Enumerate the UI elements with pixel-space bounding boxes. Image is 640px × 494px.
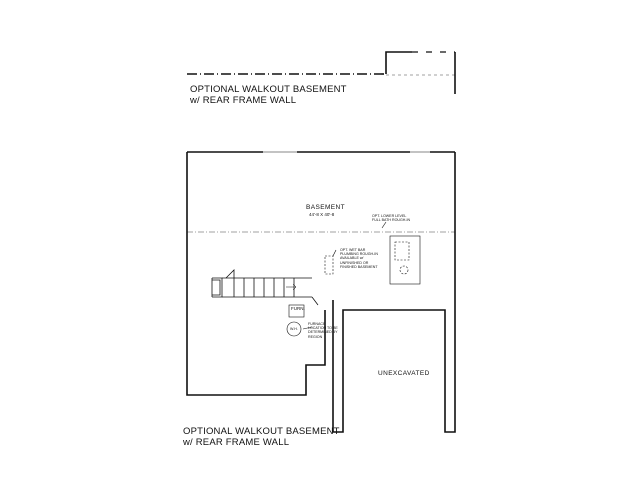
basement-dimensions: 44'-8 X 40'-8 bbox=[309, 212, 335, 217]
top-caption-line2: w/ REAR FRAME WALL bbox=[190, 95, 297, 106]
wet-bar-rough-in bbox=[324, 249, 337, 275]
basement-walls bbox=[186, 151, 456, 433]
furnace-label: FURN. bbox=[291, 306, 305, 311]
bottom-caption: OPTIONAL WALKOUT BASEMENT w/ REAR FRAME … bbox=[183, 426, 340, 448]
stairs bbox=[211, 269, 319, 306]
wet-bar-note: OPT. WET BAR PLUMBING ROUGH-IN AVAILABLE… bbox=[340, 248, 378, 269]
mechanical-area bbox=[286, 304, 313, 337]
bath-note: OPT. LOWER LEVEL FULL BATH ROUGH-IN bbox=[372, 214, 411, 223]
furnace-note: FURNACE LOCATION TO BE DETERMINED BY REG… bbox=[308, 322, 338, 339]
bottom-caption-line2: w/ REAR FRAME WALL bbox=[183, 437, 290, 448]
top-caption: OPTIONAL WALKOUT BASEMENT w/ REAR FRAME … bbox=[190, 84, 347, 106]
unexcavated-label: UNEXCAVATED bbox=[378, 370, 430, 377]
bath-rough-in bbox=[381, 221, 421, 285]
top-caption-line1: OPTIONAL WALKOUT BASEMENT bbox=[190, 84, 347, 95]
top-rear-wall-plan bbox=[187, 51, 456, 94]
water-heater-label: W.H. bbox=[290, 327, 298, 331]
bottom-caption-line1: OPTIONAL WALKOUT BASEMENT bbox=[183, 426, 340, 437]
basement-label: BASEMENT bbox=[306, 204, 345, 211]
